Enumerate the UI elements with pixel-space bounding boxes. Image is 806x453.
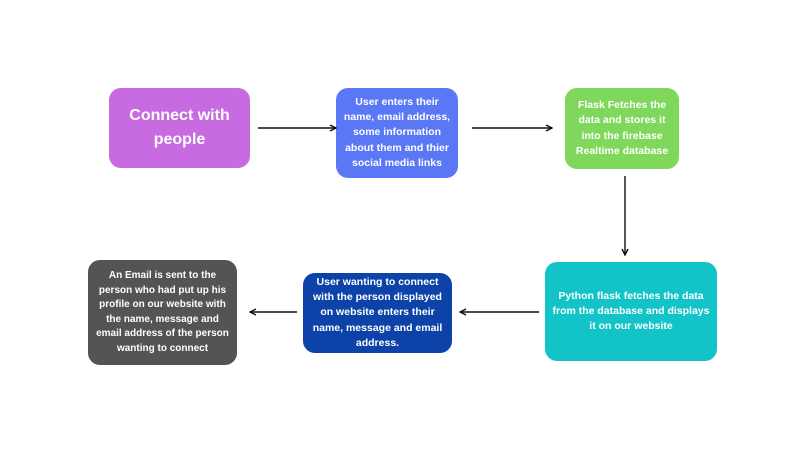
python-flask-displays-text: Python flask fetches the data from the d… <box>552 289 710 333</box>
flask-fetches-data-node: Flask Fetches the data and stores it int… <box>565 88 679 169</box>
email-sent-node: An Email is sent to the person who had p… <box>88 260 237 365</box>
flask-fetches-data-text: Flask Fetches the data and stores it int… <box>575 99 669 157</box>
user-wanting-to-connect-text: User wanting to connect with the person … <box>312 275 443 349</box>
connect-with-people-node: Connect with people <box>109 88 250 168</box>
connect-with-people-text: Connect with people <box>129 107 230 148</box>
user-enters-details-text: User enters their name, email address, s… <box>343 95 451 169</box>
user-wanting-to-connect-node: User wanting to connect with the person … <box>303 273 452 353</box>
email-sent-text: An Email is sent to the person who had p… <box>96 270 229 354</box>
python-flask-displays-node: Python flask fetches the data from the d… <box>545 262 717 361</box>
user-enters-details-node: User enters their name, email address, s… <box>336 88 458 178</box>
